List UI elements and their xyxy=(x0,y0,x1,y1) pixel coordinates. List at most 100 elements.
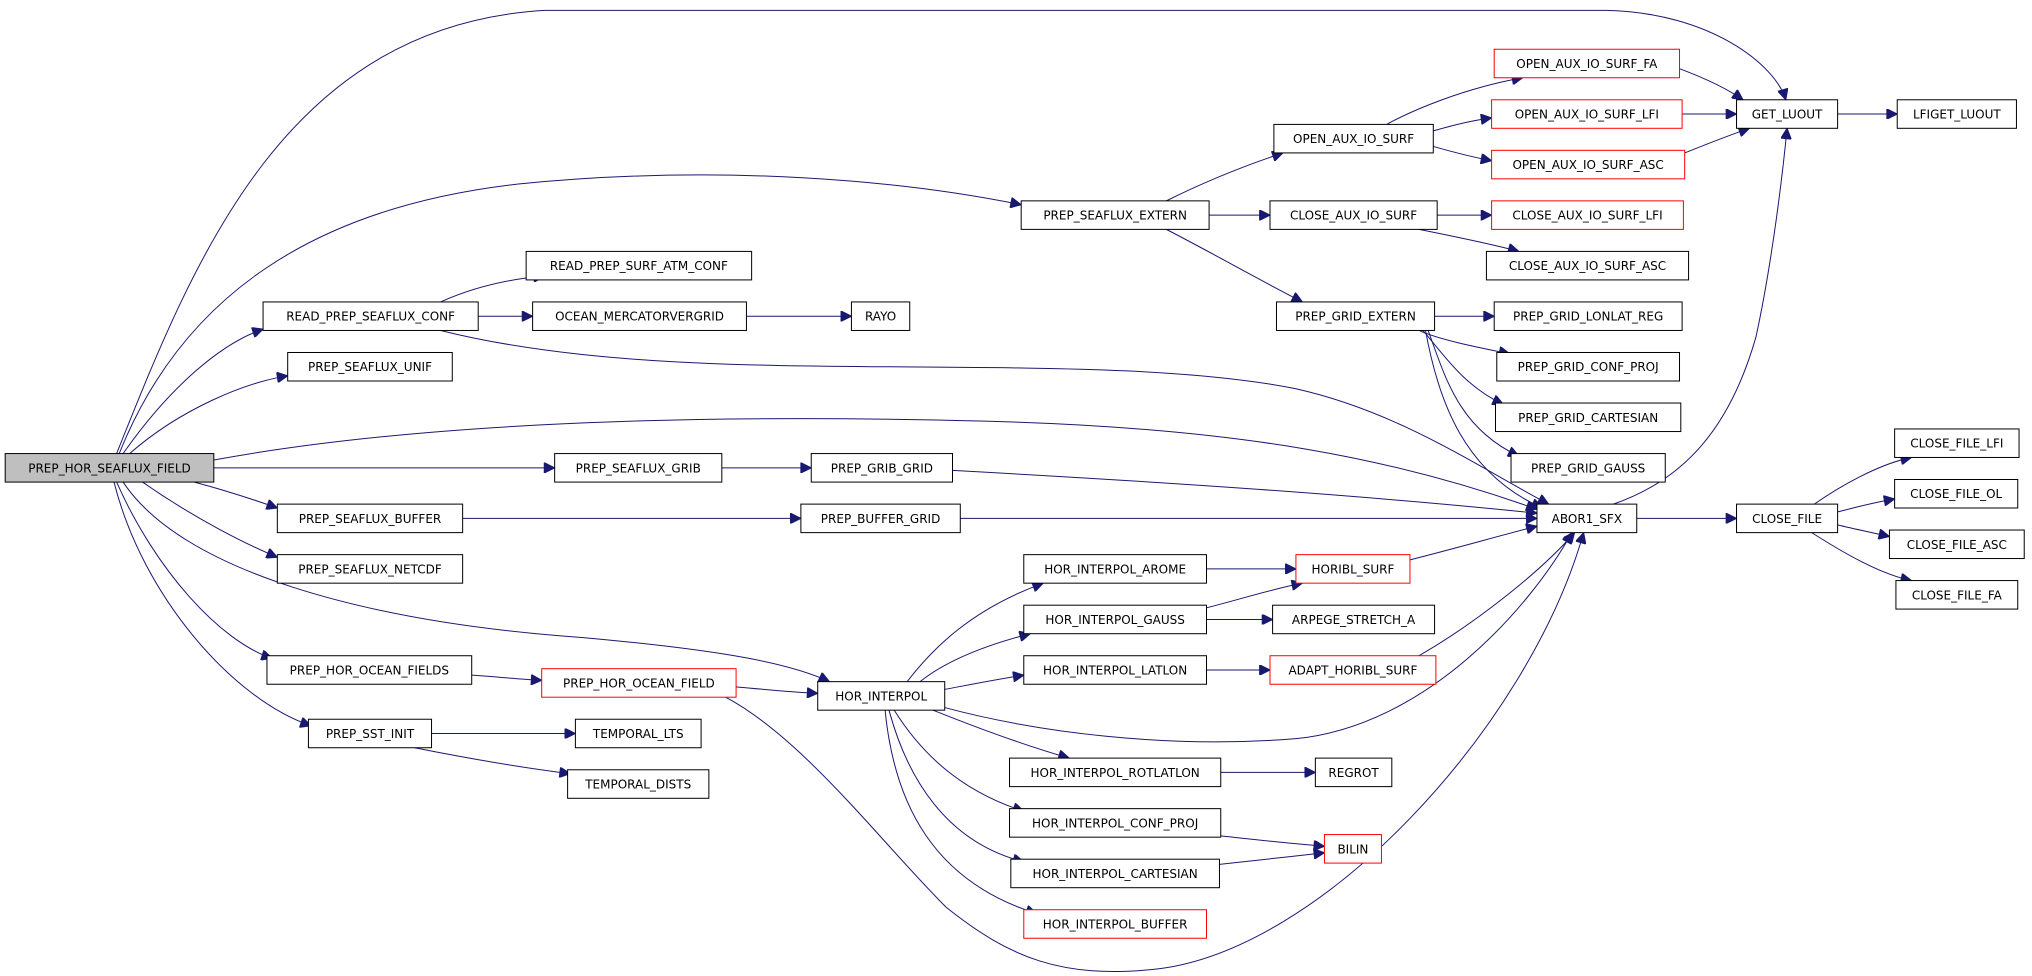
node-hor-interpol-conf-proj[interactable]: HOR_INTERPOL_CONF_PROJ xyxy=(1009,808,1222,838)
node-prep-seaflux-grib[interactable]: PREP_SEAFLUX_GRIB xyxy=(554,453,723,483)
node-close-file-ol[interactable]: CLOSE_FILE_OL xyxy=(1894,478,2019,509)
node-hor-interpol-cartesian[interactable]: HOR_INTERPOL_CARTESIAN xyxy=(1010,858,1220,889)
node-open-aux-io-surf[interactable]: OPEN_AUX_IO_SURF xyxy=(1273,123,1434,154)
node-box-prep-grib-grid[interactable] xyxy=(810,453,953,483)
node-close-aux-io-surf-lfi[interactable]: CLOSE_AUX_IO_SURF_LFI xyxy=(1491,200,1684,230)
node-box-prep-seaflux-unif[interactable] xyxy=(287,351,453,382)
node-box-arpege-stretch-a[interactable] xyxy=(1272,604,1436,635)
node-box-get-luout[interactable] xyxy=(1736,99,1839,129)
node-box-regrot[interactable] xyxy=(1314,757,1393,788)
node-hor-interpol-arome[interactable]: HOR_INTERPOL_AROME xyxy=(1023,554,1207,584)
node-box-prep-grid-extern[interactable] xyxy=(1275,301,1436,331)
node-hor-interpol-rotlatlon[interactable]: HOR_INTERPOL_ROTLATLON xyxy=(1009,757,1222,788)
node-box-hor-interpol-arome[interactable] xyxy=(1023,554,1207,584)
node-close-file-fa[interactable]: CLOSE_FILE_FA xyxy=(1895,580,2019,610)
node-box-prep-grid-cartesian[interactable] xyxy=(1494,402,1682,433)
node-read-prep-seaflux-conf[interactable]: READ_PREP_SEAFLUX_CONF xyxy=(262,301,479,331)
node-box-bilin[interactable] xyxy=(1323,834,1382,864)
node-regrot[interactable]: REGROT xyxy=(1314,757,1393,788)
node-temporal-dists[interactable]: TEMPORAL_DISTS xyxy=(567,769,710,799)
node-close-aux-io-surf[interactable]: CLOSE_AUX_IO_SURF xyxy=(1269,200,1438,230)
node-box-open-aux-io-surf-fa[interactable] xyxy=(1493,48,1681,79)
node-temporal-lts[interactable]: TEMPORAL_LTS xyxy=(574,718,702,749)
node-close-file-asc[interactable]: CLOSE_FILE_ASC xyxy=(1888,529,2025,560)
node-box-abor1-sfx[interactable] xyxy=(1536,503,1638,534)
node-box-hor-interpol-latlon[interactable] xyxy=(1023,655,1207,685)
node-arpege-stretch-a[interactable]: ARPEGE_STRETCH_A xyxy=(1272,604,1436,635)
node-box-open-aux-io-surf-asc[interactable] xyxy=(1491,149,1686,180)
node-box-hor-interpol-gauss[interactable] xyxy=(1023,604,1207,635)
node-box-adapt-horibl-surf[interactable] xyxy=(1269,655,1437,685)
node-bilin[interactable]: BILIN xyxy=(1323,834,1382,864)
node-prep-seaflux-netcdf[interactable]: PREP_SEAFLUX_NETCDF xyxy=(276,554,464,584)
node-box-close-aux-io-surf-asc[interactable] xyxy=(1485,250,1690,281)
node-prep-grib-grid[interactable]: PREP_GRIB_GRID xyxy=(810,453,953,483)
node-box-prep-buffer-grid[interactable] xyxy=(800,503,961,534)
node-hor-interpol[interactable]: HOR_INTERPOL xyxy=(817,681,946,711)
node-box-prep-seaflux-netcdf[interactable] xyxy=(276,554,464,584)
node-prep-grid-extern[interactable]: PREP_GRID_EXTERN xyxy=(1275,301,1436,331)
node-box-hor-interpol-cartesian[interactable] xyxy=(1010,858,1220,889)
node-box-hor-interpol[interactable] xyxy=(817,681,946,711)
node-box-close-aux-io-surf[interactable] xyxy=(1269,200,1438,230)
node-adapt-horibl-surf[interactable]: ADAPT_HORIBL_SURF xyxy=(1269,655,1437,685)
node-box-prep-hor-ocean-field[interactable] xyxy=(541,668,737,698)
node-prep-hor-ocean-fields[interactable]: PREP_HOR_OCEAN_FIELDS xyxy=(266,655,473,685)
node-prep-seaflux-buffer[interactable]: PREP_SEAFLUX_BUFFER xyxy=(276,503,464,534)
node-prep-buffer-grid[interactable]: PREP_BUFFER_GRID xyxy=(800,503,961,534)
node-prep-grid-gauss[interactable]: PREP_GRID_GAUSS xyxy=(1510,453,1666,483)
node-box-close-file-lfi[interactable] xyxy=(1894,428,2020,458)
node-box-temporal-dists[interactable] xyxy=(567,769,710,799)
node-box-read-prep-seaflux-conf[interactable] xyxy=(262,301,479,331)
node-hor-interpol-buffer[interactable]: HOR_INTERPOL_BUFFER xyxy=(1023,909,1207,939)
node-lfiget-luout[interactable]: LFIGET_LUOUT xyxy=(1896,99,2017,129)
node-get-luout[interactable]: GET_LUOUT xyxy=(1736,99,1839,129)
node-box-open-aux-io-surf[interactable] xyxy=(1273,123,1434,154)
node-read-prep-surf-atm-conf[interactable]: READ_PREP_SURF_ATM_CONF xyxy=(525,250,753,281)
node-prep-seaflux-extern[interactable]: PREP_SEAFLUX_EXTERN xyxy=(1020,200,1210,230)
node-box-close-file-ol[interactable] xyxy=(1894,478,2019,509)
node-hor-interpol-gauss[interactable]: HOR_INTERPOL_GAUSS xyxy=(1023,604,1207,635)
node-box-prep-hor-seaflux-field[interactable] xyxy=(4,453,215,483)
node-close-aux-io-surf-asc[interactable]: CLOSE_AUX_IO_SURF_ASC xyxy=(1485,250,1690,281)
node-box-prep-seaflux-extern[interactable] xyxy=(1020,200,1210,230)
node-box-close-aux-io-surf-lfi[interactable] xyxy=(1491,200,1684,230)
node-box-prep-sst-init[interactable] xyxy=(307,718,433,749)
node-open-aux-io-surf-asc[interactable]: OPEN_AUX_IO_SURF_ASC xyxy=(1491,149,1686,180)
node-box-close-file-fa[interactable] xyxy=(1895,580,2019,610)
node-open-aux-io-surf-lfi[interactable]: OPEN_AUX_IO_SURF_LFI xyxy=(1491,99,1683,129)
node-box-ocean-mercatorvergrid[interactable] xyxy=(532,301,747,331)
node-prep-sst-init[interactable]: PREP_SST_INIT xyxy=(307,718,433,749)
node-box-hor-interpol-rotlatlon[interactable] xyxy=(1009,757,1222,788)
node-box-close-file[interactable] xyxy=(1736,503,1839,534)
node-box-hor-interpol-conf-proj[interactable] xyxy=(1009,808,1222,838)
node-box-hor-interpol-buffer[interactable] xyxy=(1023,909,1207,939)
node-abor1-sfx[interactable]: ABOR1_SFX xyxy=(1536,503,1638,534)
node-ocean-mercatorvergrid[interactable]: OCEAN_MERCATORVERGRID xyxy=(532,301,747,331)
node-close-file-lfi[interactable]: CLOSE_FILE_LFI xyxy=(1894,428,2020,458)
node-open-aux-io-surf-fa[interactable]: OPEN_AUX_IO_SURF_FA xyxy=(1493,48,1681,79)
node-prep-seaflux-unif[interactable]: PREP_SEAFLUX_UNIF xyxy=(287,351,453,382)
node-box-read-prep-surf-atm-conf[interactable] xyxy=(525,250,753,281)
node-box-rayo[interactable] xyxy=(850,301,911,331)
node-box-prep-hor-ocean-fields[interactable] xyxy=(266,655,473,685)
node-prep-hor-ocean-field[interactable]: PREP_HOR_OCEAN_FIELD xyxy=(541,668,737,698)
node-prep-grid-cartesian[interactable]: PREP_GRID_CARTESIAN xyxy=(1494,402,1682,433)
node-box-temporal-lts[interactable] xyxy=(574,718,702,749)
node-box-lfiget-luout[interactable] xyxy=(1896,99,2017,129)
node-box-horibl-surf[interactable] xyxy=(1295,554,1411,584)
node-horibl-surf[interactable]: HORIBL_SURF xyxy=(1295,554,1411,584)
node-box-prep-grid-lonlat-reg[interactable] xyxy=(1493,301,1683,331)
node-prep-hor-seaflux-field[interactable]: PREP_HOR_SEAFLUX_FIELD xyxy=(4,453,215,483)
node-prep-grid-lonlat-reg[interactable]: PREP_GRID_LONLAT_REG xyxy=(1493,301,1683,331)
node-rayo[interactable]: RAYO xyxy=(850,301,911,331)
node-box-prep-grid-conf-proj[interactable] xyxy=(1496,351,1681,382)
node-prep-grid-conf-proj[interactable]: PREP_GRID_CONF_PROJ xyxy=(1496,351,1681,382)
node-box-prep-seaflux-grib[interactable] xyxy=(554,453,723,483)
node-box-open-aux-io-surf-lfi[interactable] xyxy=(1491,99,1683,129)
node-box-close-file-asc[interactable] xyxy=(1888,529,2025,560)
node-box-prep-grid-gauss[interactable] xyxy=(1510,453,1666,483)
node-box-prep-seaflux-buffer[interactable] xyxy=(276,503,464,534)
node-close-file[interactable]: CLOSE_FILE xyxy=(1736,503,1839,534)
node-hor-interpol-latlon[interactable]: HOR_INTERPOL_LATLON xyxy=(1023,655,1207,685)
